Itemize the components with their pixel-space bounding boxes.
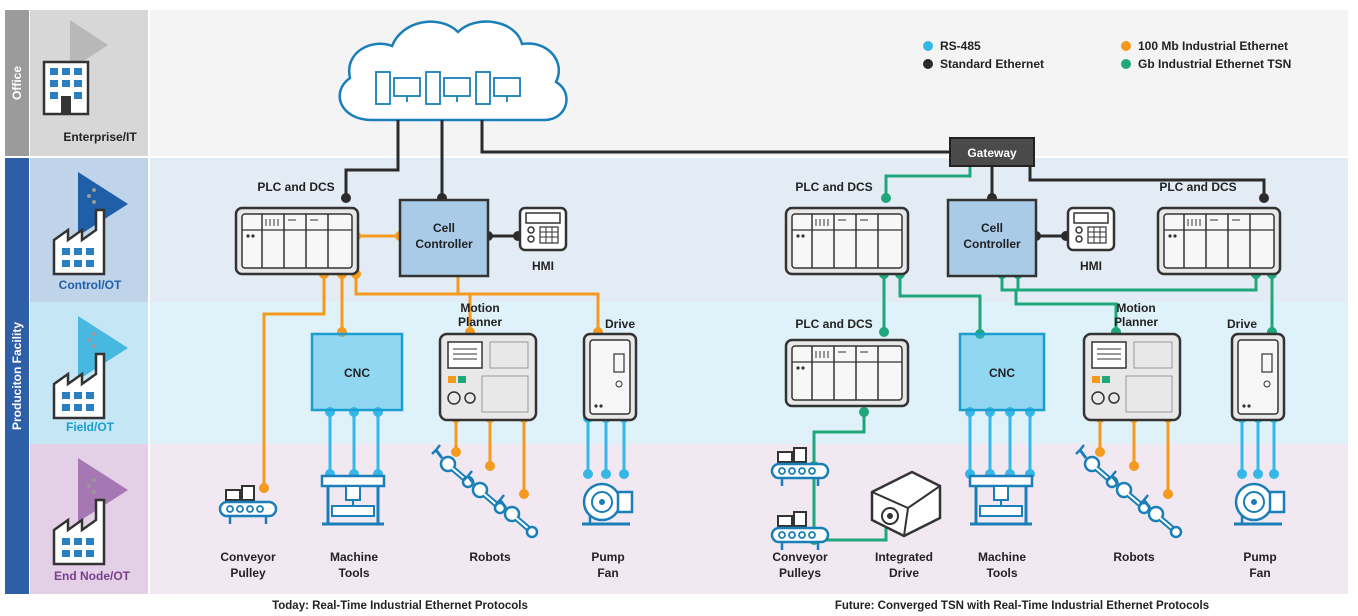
wire-right-motion-robots	[1098, 418, 1170, 494]
right-drive-label: Drive	[1227, 317, 1257, 331]
left-motion-label-1: Motion	[460, 301, 499, 315]
left-cell-label-2: Controller	[415, 237, 473, 251]
left-cnc-label: CNC	[344, 366, 370, 380]
right-integrated-label-1: Integrated	[875, 550, 933, 564]
wire-gateway-to-right-plc-a	[884, 166, 972, 198]
wire-left-plc-to-conveyor	[262, 274, 326, 488]
enterprise-tier-label: Enterprise/IT	[63, 130, 137, 144]
left-caption: Today: Real-Time Industrial Ethernet Pro…	[272, 600, 528, 612]
field-chevron-icon	[78, 316, 128, 380]
wire-right-drive-pump	[1240, 418, 1276, 474]
legend-rs485-dot	[923, 41, 933, 51]
control-tier-label: Control/OT	[59, 278, 122, 292]
right-plc-a-icon	[784, 206, 910, 276]
wire-cloud-to-gateway	[480, 120, 950, 154]
cloud-servers-icon	[375, 71, 521, 105]
endnode-tier-label: End Node/OT	[54, 569, 131, 583]
legend-100mb-dot	[1121, 41, 1131, 51]
right-cell-label-1: Cell	[981, 221, 1003, 235]
left-hmi-icon	[518, 206, 568, 252]
legend-standard-label: Standard Ethernet	[940, 57, 1044, 71]
right-machine-label-1: Machine	[978, 550, 1026, 564]
right-integrated-label-2: Drive	[889, 566, 919, 580]
right-drive-icon	[1230, 332, 1286, 422]
wire-left-drive-pump	[586, 418, 626, 474]
left-machine-label-1: Machine	[330, 550, 378, 564]
left-machine-label-2: Tools	[338, 566, 369, 580]
right-caption: Future: Converged TSN with Real-Time Ind…	[835, 600, 1209, 612]
production-side-bar	[5, 158, 29, 594]
right-hmi-label: HMI	[1080, 259, 1102, 273]
office-building-icon	[42, 60, 90, 116]
left-cell-controller	[398, 198, 490, 278]
left-pump-label-2: Fan	[597, 566, 618, 580]
right-motion-label-2: Planner	[1114, 315, 1158, 329]
legend-gb-tsn-dot	[1121, 59, 1131, 69]
left-robots-label: Robots	[469, 550, 511, 564]
wire-cloud-to-left-plc	[344, 120, 400, 198]
legend-rs485-label: RS-485	[940, 39, 981, 53]
right-hmi-icon	[1066, 206, 1116, 252]
gateway-label: Gateway	[967, 146, 1017, 160]
wire-left-cnc-machine	[328, 412, 380, 474]
legend: RS-485 Standard Ethernet 100 Mb Industri…	[923, 39, 1291, 71]
right-cnc-label: CNC	[989, 366, 1015, 380]
endnode-band	[150, 444, 1348, 594]
left-plc-icon	[234, 206, 360, 276]
right-conveyor-label-2: Pulleys	[779, 566, 821, 580]
wire-left-plc-to-drive	[470, 292, 600, 332]
enterprise-chevron-icon	[70, 20, 108, 70]
left-cell-label-1: Cell	[433, 221, 455, 235]
wire-right-plc-a-to-cnc	[898, 274, 982, 334]
legend-100mb-label: 100 Mb Industrial Ethernet	[1138, 39, 1288, 53]
control-chevron-icon	[78, 172, 128, 236]
office-band	[150, 10, 1348, 156]
right-field-plc-label: PLC and DCS	[795, 317, 872, 331]
right-plc-b-icon	[1156, 206, 1282, 276]
left-drive-label: Drive	[605, 317, 635, 331]
office-side-label: Office	[10, 66, 24, 100]
right-field-plc-icon	[784, 338, 910, 408]
gateway-box	[949, 137, 1035, 167]
wire-left-motion-robots	[454, 418, 526, 494]
left-hmi-label: HMI	[532, 259, 554, 273]
field-tier-label: Field/OT	[66, 420, 115, 434]
right-robots-label: Robots	[1113, 550, 1155, 564]
right-pump-label-1: Pump	[1243, 550, 1276, 564]
wire-right-cnc-machine	[968, 412, 1032, 474]
office-side-bar	[5, 10, 29, 156]
right-cnc-box	[958, 332, 1046, 412]
wire-right-cell-to-plc-b	[1016, 274, 1258, 292]
right-plc-b-label: PLC and DCS	[1159, 180, 1236, 194]
legend-standard-dot	[923, 59, 933, 69]
right-motion-planner-icon	[1082, 332, 1182, 422]
wire-left-plc-to-motion	[354, 274, 472, 332]
left-conveyor-label-2: Pulley	[230, 566, 266, 580]
production-side-label: Produciton Facility	[10, 322, 24, 430]
left-conveyor-label-1: Conveyor	[220, 550, 276, 564]
right-machine-label-2: Tools	[986, 566, 1017, 580]
legend-gb-tsn-label: Gb Industrial Ethernet TSN	[1138, 57, 1291, 71]
right-pump-label-2: Fan	[1249, 566, 1270, 580]
left-motion-label-2: Planner	[458, 315, 502, 329]
endnode-chevron-icon	[78, 458, 128, 522]
right-cell-controller	[946, 198, 1038, 278]
right-motion-label-1: Motion	[1116, 301, 1155, 315]
left-motion-planner-icon	[438, 332, 538, 422]
left-cnc-box	[310, 332, 404, 412]
right-plc-a-label: PLC and DCS	[795, 180, 872, 194]
right-cell-label-2: Controller	[963, 237, 1021, 251]
right-conveyor-label-1: Conveyor	[772, 550, 828, 564]
wire-right-cell-to-motion	[1000, 274, 1118, 332]
left-pump-label-1: Pump	[591, 550, 624, 564]
left-drive-icon	[582, 332, 638, 422]
left-plc-label: PLC and DCS	[257, 180, 334, 194]
